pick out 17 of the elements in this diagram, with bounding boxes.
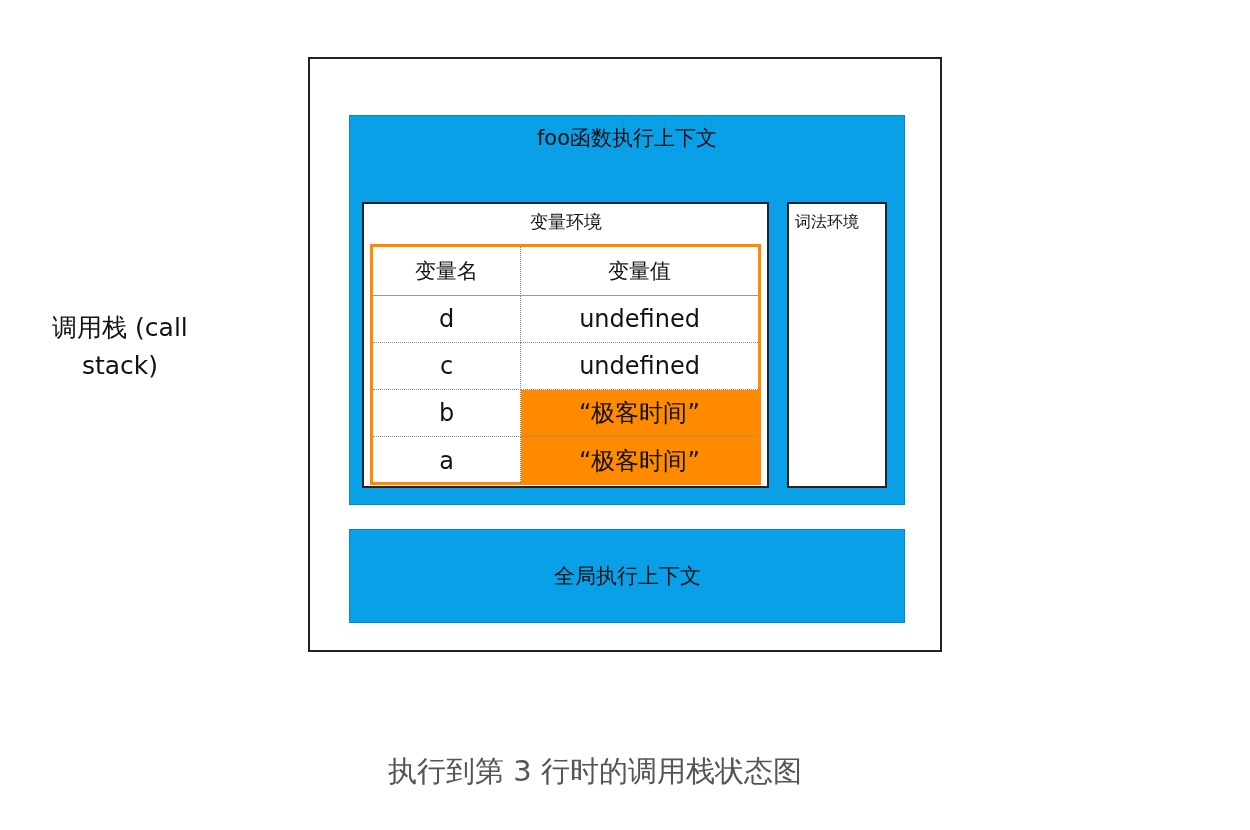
caption: 执行到第 3 行时的调用栈状态图 [387, 753, 803, 790]
variable-name: c [373, 343, 521, 390]
node-title: foo函数执行上下文 [535, 125, 719, 152]
lexical-environment-box [787, 202, 887, 488]
variable-value: undefined [521, 296, 758, 343]
node-title: 调用栈 (call stack) [51, 312, 189, 382]
node-title: 全局执行上下文 [552, 563, 702, 590]
column-header: 变量名 [373, 247, 521, 296]
node-title: 词法环境 [795, 212, 859, 233]
variable-environment-box [362, 202, 769, 488]
execution-context-box [349, 529, 905, 623]
highlighted-value: “极客时间” [521, 437, 758, 484]
execution-context-box [349, 115, 905, 505]
column-header: 变量值 [521, 247, 758, 296]
highlighted-value: “极客时间” [521, 390, 758, 437]
variable-name: d [373, 296, 521, 343]
node-title: 变量环境 [528, 210, 603, 234]
